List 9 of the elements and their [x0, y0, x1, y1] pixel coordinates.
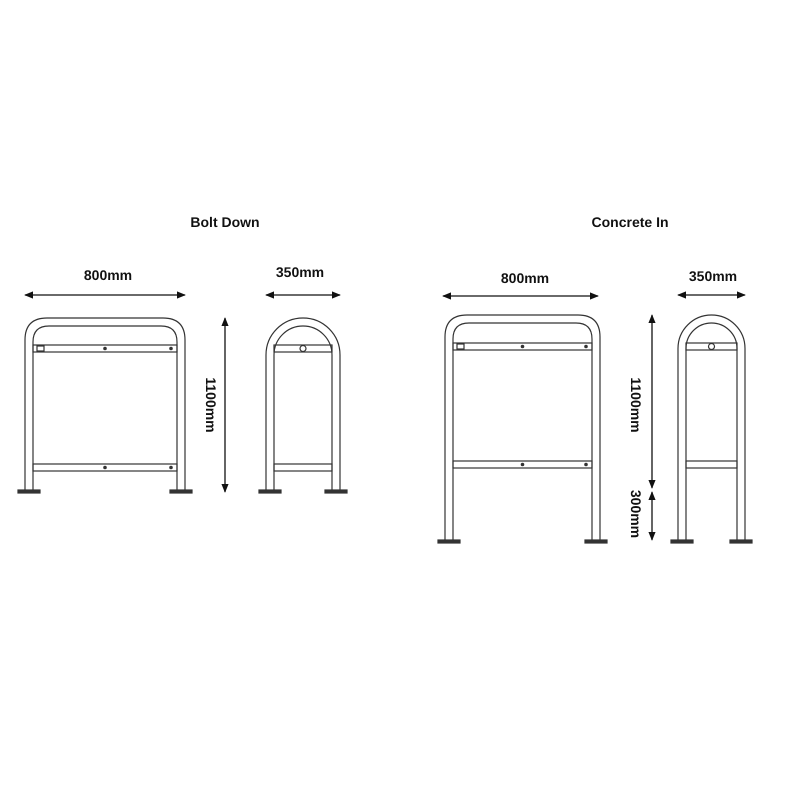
dimension-label: 800mm [500, 270, 550, 286]
dimension-label: 350mm [688, 268, 738, 284]
dimension-label: 800mm [84, 267, 132, 283]
dimension-label: 300mm [628, 490, 644, 538]
dimension-label: 1100mm [203, 377, 219, 433]
dimension-label: 1100mm [628, 377, 644, 433]
view-heading: Concrete In [592, 214, 668, 230]
dimension-label: 350mm [276, 264, 324, 280]
view-heading: Bolt Down [190, 214, 260, 230]
